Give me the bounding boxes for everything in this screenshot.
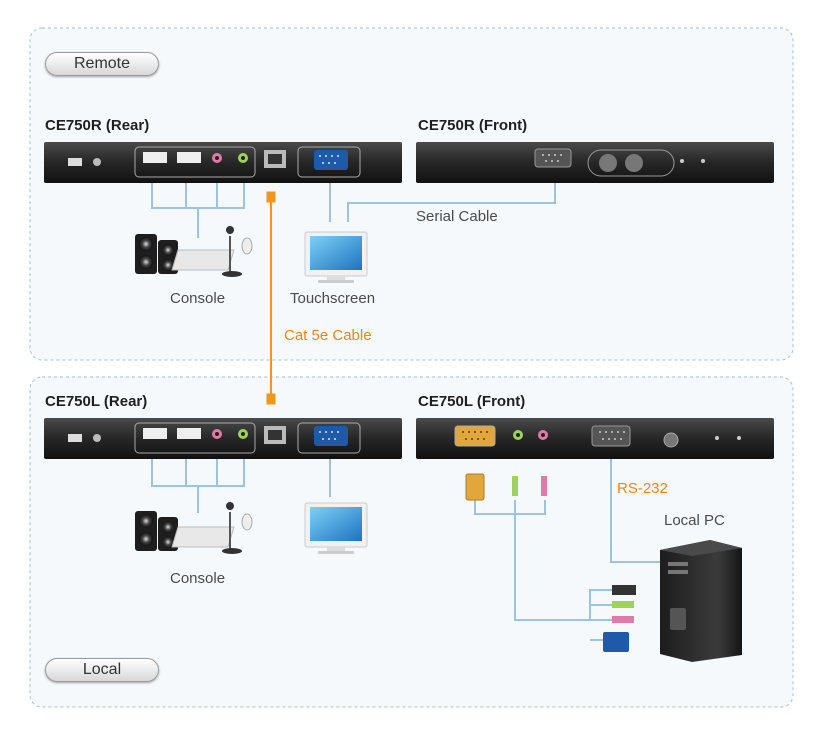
ce750l-front-panel — [416, 418, 774, 459]
local-cable-connectors — [465, 473, 636, 652]
local-zone — [29, 376, 794, 708]
remote-console-icon — [135, 226, 253, 277]
local-monitor-icon — [304, 502, 368, 554]
ce750r-front-panel — [416, 142, 774, 183]
local-zone-label: Local — [45, 658, 159, 682]
ce750r-rear-title: CE750R (Rear) — [45, 117, 150, 134]
cat5e-cable-caption: Cat 5e Cable — [284, 327, 372, 344]
rs232-caption: RS-232 — [617, 480, 668, 497]
console-remote-caption: Console — [170, 290, 226, 307]
ce750r-rear-panel — [44, 142, 402, 183]
serial-cable-line — [329, 183, 556, 222]
touchscreen-caption: Touchscreen — [290, 290, 376, 307]
local-pc-caption: Local PC — [664, 512, 725, 529]
remote-zone-label: Remote — [45, 52, 159, 76]
local-pc-cables — [474, 459, 660, 641]
local-console-lines — [151, 459, 331, 513]
local-pc-icon — [660, 540, 742, 662]
ce750l-rear-panel — [44, 418, 402, 459]
ce750l-rear-title: CE750L (Rear) — [45, 393, 148, 410]
remote-console-lines — [151, 183, 245, 238]
serial-cable-caption: Serial Cable — [416, 208, 498, 225]
touchscreen-icon — [304, 231, 368, 283]
local-console-icon — [135, 502, 253, 554]
remote-zone — [29, 27, 794, 361]
ce750r-front-title: CE750R (Front) — [418, 117, 528, 134]
cat5e-cable — [266, 191, 276, 405]
ce750l-front-title: CE750L (Front) — [418, 393, 526, 410]
console-local-caption: Console — [170, 570, 226, 587]
